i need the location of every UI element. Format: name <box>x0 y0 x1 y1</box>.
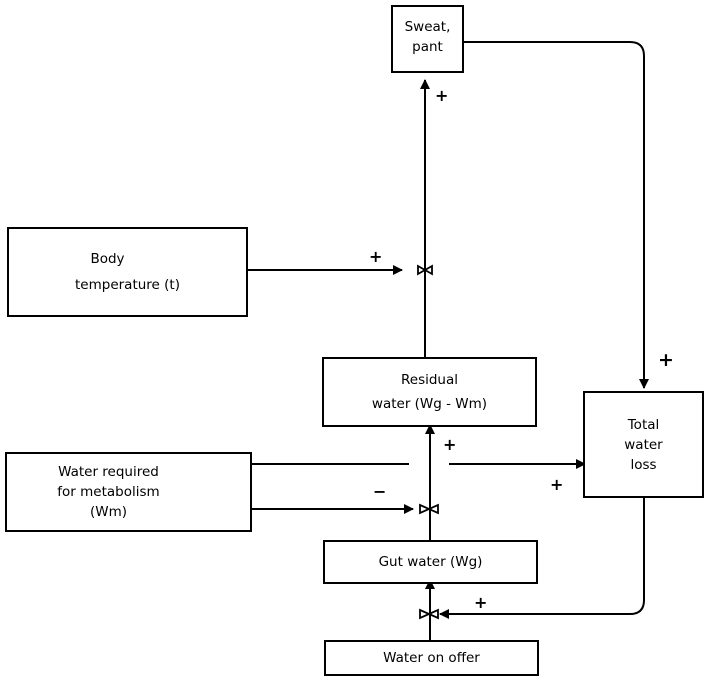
node-body-temperature-line-2: temperature (t) <box>75 277 180 293</box>
node-water-required-line-2: for metabolism <box>57 484 160 500</box>
sign-temp-to-valve: + <box>369 247 383 266</box>
node-residual-water-line-1: Residual <box>400 372 458 388</box>
sign-residual-to-total-lower: + <box>550 475 564 494</box>
node-body-temperature[interactable]: Body temperature (t) <box>7 227 248 317</box>
sign-residual-to-sweat: + <box>435 86 449 105</box>
node-gut-water[interactable]: Gut water (Wg) <box>323 540 538 584</box>
node-total-water-loss-line-2: water <box>624 436 663 453</box>
node-sweat-pant[interactable]: Sweat, pant <box>391 5 464 73</box>
node-total-water-loss-line-3: loss <box>630 456 657 473</box>
node-water-required-line-3: (Wm) <box>89 504 128 520</box>
node-water-required-metabolism[interactable]: Water required for metabolism (Wm) <box>5 452 252 532</box>
node-residual-water[interactable]: Residual water (Wg - Wm) <box>322 357 537 427</box>
valve-icon-metabolism <box>419 503 439 515</box>
node-body-temperature-line-1: Body <box>90 251 125 267</box>
node-gut-water-line-1: Gut water (Wg) <box>378 554 483 570</box>
node-sweat-pant-line-2: pant <box>412 39 443 55</box>
node-water-required-line-1: Water required <box>58 464 159 480</box>
sign-residual-to-total-upper: + <box>443 435 457 454</box>
info-total-loss-to-intake-valve <box>439 498 645 619</box>
valve-icon-intake <box>419 608 439 620</box>
valve-icon-sweat-rate <box>417 264 433 276</box>
node-total-water-loss[interactable]: Total water loss <box>583 391 704 498</box>
sign-metabolism-to-valve: − <box>373 482 387 501</box>
node-water-on-offer[interactable]: Water on offer <box>324 640 539 676</box>
valve-icons <box>417 264 439 620</box>
sign-total-to-intake-valve: + <box>474 593 488 612</box>
node-total-water-loss-line-1: Total <box>627 416 660 433</box>
flow-sweat-to-total-loss <box>462 41 649 389</box>
sign-sweat-to-total: + <box>658 349 674 371</box>
node-sweat-pant-line-1: Sweat, <box>404 19 451 35</box>
node-residual-water-line-2: water (Wg - Wm) <box>371 396 488 412</box>
node-water-on-offer-line-1: Water on offer <box>383 650 480 666</box>
